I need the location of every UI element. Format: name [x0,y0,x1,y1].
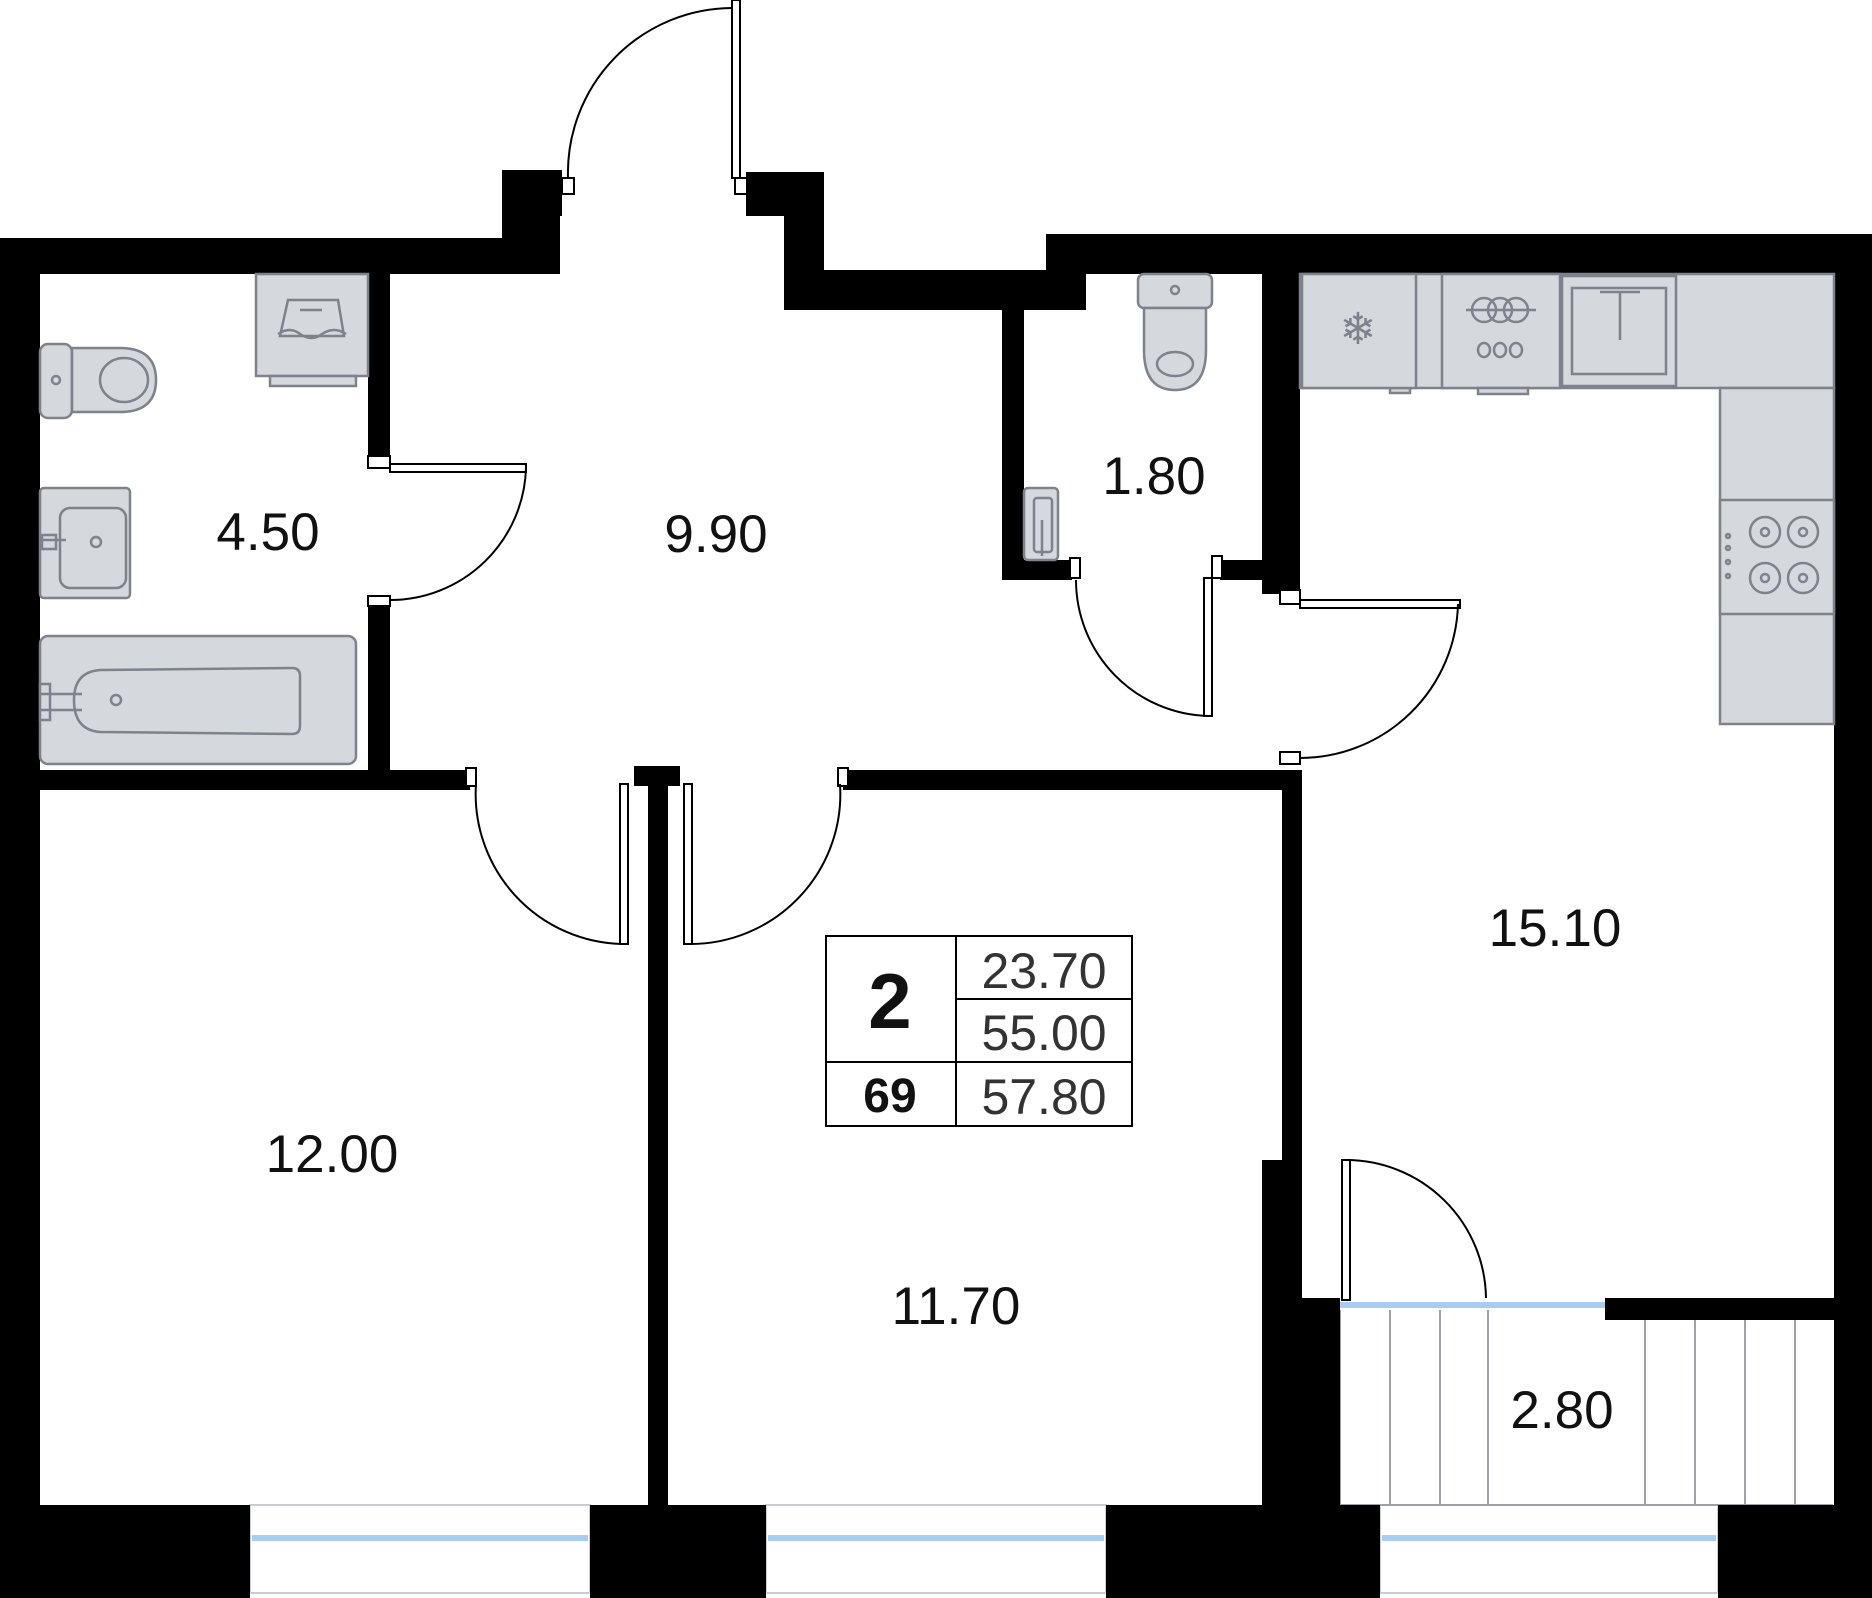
room-area-balcony: 2.80 [1510,1381,1613,1440]
bathroom-door [367,455,527,607]
kitchen-door [1279,589,1461,765]
washing-machine-icon [254,272,370,388]
room-area-bathroom: 4.50 [216,503,319,562]
sink-icon [38,486,132,600]
wc-door [1069,555,1223,717]
kitchen-sink-icon [1560,274,1678,388]
cooktop-icon [1718,498,1836,616]
apartment-number: 69 [863,1070,916,1123]
room-area-bedroom-middle: 11.70 [892,1277,1021,1336]
wc-toilet-icon [1136,272,1214,392]
window-left [249,1504,591,1594]
entrance-door [561,0,748,195]
dishwasher-icon [1440,272,1562,396]
left-bedroom-door [465,767,629,945]
total-area: 57.80 [981,1069,1106,1125]
room-area-kitchen: 15.10 [1489,899,1622,958]
room-area-wc: 1.80 [1102,447,1205,506]
room-area-hallway: 9.90 [664,505,767,564]
living-area: 23.70 [981,943,1106,999]
walls [0,170,1872,1598]
window-right [1379,1504,1719,1594]
room-count: 2 [868,957,911,1045]
fridge-icon: ❄ [1300,272,1418,390]
balcony-door [1341,1159,1487,1301]
toilet-icon [38,342,158,420]
middle-bedroom-door [683,767,849,946]
svg-text:❄: ❄ [1340,304,1377,355]
area-without-balcony: 55.00 [981,1005,1106,1061]
wc-sink-icon [1022,486,1060,562]
bathtub-icon [38,634,358,766]
apartment-summary: 2 69 23.70 55.00 57.80 [825,935,1133,1127]
room-area-bedroom-left: 12.00 [266,1125,399,1184]
window-middle [765,1504,1107,1594]
